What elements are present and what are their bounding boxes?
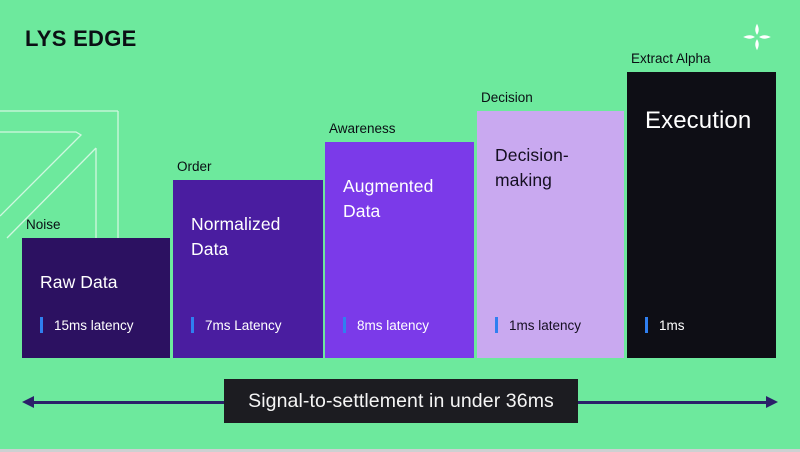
brand-logo: LYS EDGE — [25, 26, 137, 51]
latency-value: 15ms latency — [54, 317, 134, 333]
outline-arrow-up-right-icon — [0, 110, 119, 250]
stage-label: Decision — [481, 90, 533, 105]
arrow-left-head-icon — [22, 396, 34, 408]
bottom-edge-strip — [0, 449, 800, 452]
latency-tick-icon — [495, 317, 498, 333]
latency-tick-icon — [645, 317, 648, 333]
stage-label: Extract Alpha — [631, 51, 711, 66]
stage-bar-execution: Extract Alpha Execution 1ms — [627, 51, 776, 358]
stage-title: Raw Data — [40, 272, 118, 292]
latency-tick-icon — [191, 317, 194, 333]
latency-value: 7ms Latency — [205, 317, 282, 333]
stage-title: Decision-making — [495, 145, 569, 190]
stage-label: Awareness — [329, 121, 396, 136]
latency-row: 8ms latency — [343, 317, 429, 333]
latency-row: 7ms Latency — [191, 317, 282, 333]
summary-banner: Signal-to-settlement in under 36ms — [224, 379, 578, 423]
stage-bar-augmented-data: Awareness Augmented Data 8ms latency — [325, 121, 474, 358]
latency-tick-icon — [40, 317, 43, 333]
stage-title: Augmented Data — [343, 176, 434, 221]
latency-value: 1ms — [659, 317, 685, 333]
arrow-right-line — [578, 401, 768, 404]
stage-bar-decision-making: Decision Decision-making 1ms latency — [477, 90, 624, 358]
latency-row: 1ms — [645, 317, 685, 333]
latency-value: 8ms latency — [357, 317, 430, 333]
latency-row: 1ms latency — [495, 317, 581, 333]
stage-title: Normalized Data — [191, 214, 281, 259]
stage-bar-raw-data: Noise Raw Data 15ms latency — [22, 217, 170, 358]
arrow-right-head-icon — [766, 396, 778, 408]
latency-value: 1ms latency — [509, 317, 582, 333]
summary-banner-text: Signal-to-settlement in under 36ms — [248, 389, 554, 412]
arrow-left-line — [30, 401, 224, 404]
stage-bar-normalized-data: Order Normalized Data 7ms Latency — [173, 159, 323, 358]
sparkle-icon — [743, 23, 771, 51]
stage-label: Order — [177, 159, 212, 174]
stage-label: Noise — [26, 217, 61, 232]
latency-tick-icon — [343, 317, 346, 333]
stage-title: Execution — [645, 107, 752, 134]
latency-row: 15ms latency — [40, 317, 134, 333]
